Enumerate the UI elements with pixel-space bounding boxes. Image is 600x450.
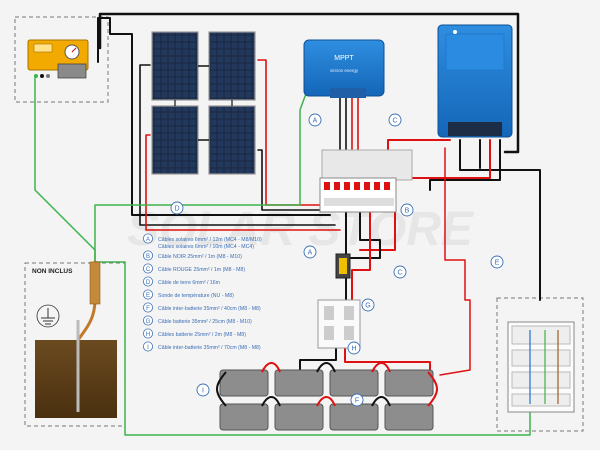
callout-letter: C (392, 118, 397, 125)
legend-text: Câble NOIR 25mm² / 1m (M8 - M10) (158, 254, 242, 260)
legend-badge (142, 250, 153, 261)
legend-badge (142, 289, 153, 300)
legend-text: Câble de terre 6mm² / 16m (158, 280, 220, 286)
mppt-controller: MPPT victron energy (303, 39, 385, 98)
legend-badge (142, 302, 153, 313)
callout-letter: C (397, 270, 402, 277)
legend-letter: H (146, 332, 150, 338)
legend-item: D Câble de terre 6mm² / 16m (142, 276, 220, 287)
legend-text: Câble inter-batterie 35mm² / 40cm (M8 - … (158, 306, 261, 312)
callout-d: D (170, 201, 184, 215)
legend-text: Câble ROUGE 25mm² / 1m (M8 - M8) (158, 267, 245, 273)
callout-letter: G (365, 303, 370, 310)
legend-item: I Câble inter-batterie 35mm² / 70cm (M8 -… (142, 341, 261, 352)
legend: A Câbles solaires 6mm² / 12m (MC4 - M8/M1… (142, 233, 262, 352)
legend-badge (142, 315, 153, 326)
legend-badge (142, 263, 153, 274)
solar-panels (151, 31, 256, 175)
callout-letter: H (351, 346, 356, 353)
callout-c2: C (393, 265, 407, 279)
legend-letter: D (146, 280, 151, 286)
callout-f: F (350, 393, 364, 407)
legend-letter: I (147, 345, 149, 351)
callout-i: I (196, 383, 210, 397)
legend-letter: C (146, 267, 151, 273)
callout-h: H (347, 341, 361, 355)
callout-letter: A (308, 250, 313, 257)
legend-item: A Câbles solaires 6mm² / 12m (MC4 - M8/M1… (142, 233, 262, 244)
earth-symbol-icon (41, 308, 55, 325)
battery-bank (216, 362, 438, 431)
non-inclus-label: NON INCLUS (32, 268, 73, 275)
legend-text: Câble batterie 35mm² / 25cm (M8 - M10) (158, 319, 252, 325)
callout-a2: A (303, 245, 317, 259)
callouts: A A B C C D E F G H I (170, 113, 504, 407)
ground-rod: NON INCLUS (32, 261, 117, 418)
callout-letter: D (174, 206, 179, 213)
legend-badge (142, 276, 153, 287)
wires (34, 12, 541, 436)
legend-letter: G (146, 319, 151, 325)
legend-item: E Sonde de température (NU - M8) (142, 289, 234, 300)
legend-text: Câbles solaires 6mm² / 12m (MC4 - M8/M10… (158, 237, 262, 243)
legend-badge (142, 341, 153, 352)
callout-letter: A (313, 118, 318, 125)
legend-letter: A (146, 237, 150, 243)
generator-box (14, 16, 109, 103)
legend-letter: F (146, 306, 150, 312)
legend-item: H Câbles batterie 25mm² / 2m (M8 - M8) (142, 328, 246, 339)
fuse-element (339, 258, 347, 274)
electrical-panel (507, 321, 575, 413)
legend-text: Sonde de température (NU - M8) (158, 293, 234, 299)
legend-letter: E (146, 293, 150, 299)
legend-item: Câbles solaires 6mm² / 10m (MC4 - MC4) (158, 244, 254, 250)
legend-item: G Câble batterie 35mm² / 25cm (M8 - M10) (142, 315, 252, 326)
legend-text: Câble inter-batterie 35mm² / 70cm (M8 - … (158, 345, 261, 351)
legend-badge (142, 328, 153, 339)
callout-a1: A (308, 113, 322, 127)
mppt-label: MPPT (334, 55, 354, 62)
generator-unit (27, 39, 89, 79)
inverter-unit (437, 24, 513, 138)
callout-e: E (490, 255, 504, 269)
callout-c1: C (388, 113, 402, 127)
legend-badge (142, 233, 153, 244)
callout-letter: B (405, 208, 410, 215)
callout-letter: F (355, 398, 359, 405)
callout-letter: E (495, 260, 500, 267)
legend-item: F Câble inter-batterie 35mm² / 40cm (M8 -… (142, 302, 261, 313)
mppt-brand: victron energy (330, 68, 359, 73)
legend-item: C Câble ROUGE 25mm² / 1m (M8 - M8) (142, 263, 245, 274)
callout-b: B (400, 203, 414, 217)
legend-letter: B (146, 254, 150, 260)
battery-switch (317, 299, 361, 349)
callout-g: G (361, 298, 375, 312)
legend-item: B Câble NOIR 25mm² / 1m (M8 - M10) (142, 250, 242, 261)
breaker-block (319, 149, 413, 213)
legend-text: Câbles batterie 25mm² / 2m (M8 - M8) (158, 332, 246, 338)
legend-text: Câbles solaires 6mm² / 10m (MC4 - MC4) (158, 244, 254, 250)
ground-box (24, 262, 126, 427)
callout-letter: I (202, 388, 204, 395)
